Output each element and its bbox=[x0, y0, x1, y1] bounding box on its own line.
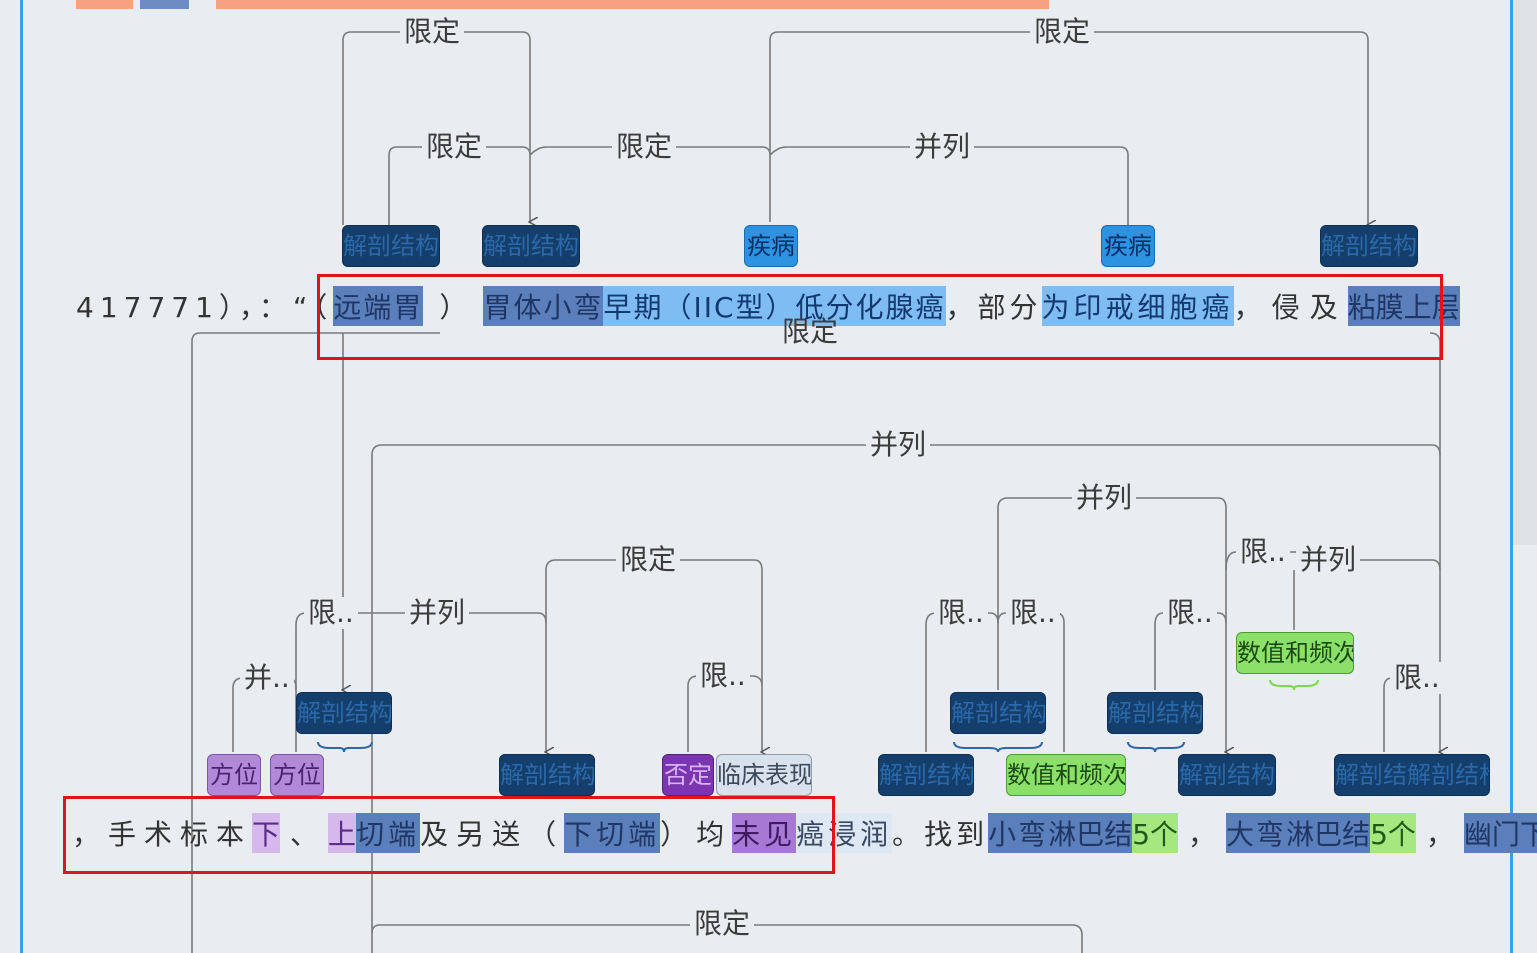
relation-label-qualify[interactable]: 限定 bbox=[1030, 16, 1095, 48]
relation-label-qualify[interactable]: 限定 bbox=[616, 544, 681, 576]
entity-tag-disease[interactable]: 疾病 bbox=[744, 225, 798, 267]
entity-span-bar[interactable] bbox=[216, 0, 1049, 9]
frame-left-border bbox=[20, 0, 23, 953]
entity-tag-anatomy[interactable]: 解剖结构 bbox=[1178, 754, 1276, 796]
entity-tag-negation[interactable]: 否定 bbox=[662, 754, 714, 796]
relation-label-qualify-short[interactable]: 限.. bbox=[1163, 597, 1217, 629]
entity-tag-anatomy-overlap[interactable]: 解剖结解剖结构 bbox=[1334, 754, 1490, 796]
sentence-row-2: ，手术标本下、上切端及另送（下切端）均未见癌浸润。找到小弯淋巴结5个，大弯淋巴结… bbox=[72, 813, 1537, 853]
plain-text[interactable]: 及另送（ bbox=[420, 818, 565, 851]
entity-tag-anatomy[interactable]: 解剖结构 bbox=[1107, 692, 1203, 734]
relation-label-qualify[interactable]: 限定 bbox=[612, 131, 677, 163]
arc-parallel bbox=[371, 444, 1441, 953]
entity-span-negation[interactable]: 未见 bbox=[732, 813, 797, 853]
entity-span-number[interactable]: 5个 bbox=[1132, 813, 1179, 853]
plain-text[interactable]: 、 bbox=[290, 818, 319, 851]
entity-span-anatomy[interactable]: 下切端 bbox=[564, 813, 661, 853]
arc-qualify bbox=[191, 332, 440, 953]
entity-span-anatomy[interactable]: 小弯 bbox=[988, 813, 1049, 853]
relation-label-parallel[interactable]: 并列 bbox=[910, 131, 975, 163]
entity-span-anatomy[interactable]: 淋巴结 bbox=[1048, 813, 1133, 853]
relation-label-qualify-short[interactable]: 限.. bbox=[696, 660, 750, 692]
entity-span-direction[interactable]: 上 bbox=[328, 813, 357, 853]
entity-span-anatomy[interactable]: 淋巴结 bbox=[1286, 813, 1371, 853]
entity-span-direction[interactable]: 下 bbox=[252, 813, 281, 853]
relation-label-qualify-short[interactable]: 限.. bbox=[1236, 536, 1290, 568]
relation-label-qualify[interactable]: 限定 bbox=[782, 315, 839, 348]
arc-qualify bbox=[1154, 612, 1227, 690]
plain-text[interactable]: ，侵及 bbox=[1233, 291, 1348, 324]
plain-text[interactable]: 417771），：“（ bbox=[76, 291, 334, 324]
plain-text[interactable]: ） bbox=[439, 291, 468, 324]
selection-highlight-box bbox=[317, 274, 1443, 360]
arc-parallel bbox=[997, 497, 1226, 752]
entity-span-anatomy[interactable]: 胃体小弯 bbox=[483, 286, 604, 326]
entity-span-anatomy[interactable]: 幽门 bbox=[1463, 813, 1520, 853]
plain-text[interactable]: ）均 bbox=[660, 818, 733, 851]
entity-span-anatomy[interactable]: 大弯 bbox=[1226, 813, 1287, 853]
arc-qualify bbox=[371, 924, 1083, 953]
selection-highlight-box bbox=[63, 796, 835, 874]
arc-qualify bbox=[342, 31, 530, 225]
relation-label-parallel-short[interactable]: 并.. bbox=[240, 662, 294, 694]
relation-label-qualify-short[interactable]: 限.. bbox=[1006, 597, 1060, 629]
entity-span-disease[interactable]: 早期（IIC型）低分化腺癌 bbox=[603, 286, 946, 326]
entity-span-bar[interactable] bbox=[76, 0, 133, 9]
plain-text[interactable]: ， bbox=[1425, 818, 1454, 851]
arc-qualify bbox=[1429, 332, 1440, 752]
entity-tag-number[interactable]: 数值和频次 bbox=[1006, 754, 1126, 796]
frame-right-border bbox=[1510, 0, 1513, 953]
arc-qualify bbox=[769, 31, 1368, 225]
arc-qualify bbox=[388, 146, 531, 225]
entity-tag-anatomy[interactable]: 解剖结构 bbox=[342, 225, 440, 267]
plain-text[interactable]: ，部分 bbox=[945, 291, 1042, 324]
entity-tag-number[interactable]: 数值和频次 bbox=[1236, 632, 1354, 674]
scrollbar-thumb[interactable] bbox=[1513, 0, 1537, 545]
entity-tag-direction[interactable]: 方位 bbox=[270, 754, 324, 796]
entity-tag-anatomy[interactable]: 解剖结构 bbox=[950, 692, 1046, 734]
relation-label-qualify[interactable]: 限定 bbox=[422, 131, 487, 163]
plain-text[interactable]: ， bbox=[1188, 818, 1217, 851]
entity-tag-anatomy[interactable]: 解剖结构 bbox=[1320, 225, 1418, 267]
relation-label-qualify-short[interactable]: 限.. bbox=[1390, 662, 1444, 694]
relation-label-qualify-short[interactable]: 限.. bbox=[304, 597, 358, 629]
relation-label-qualify-short[interactable]: 限.. bbox=[934, 597, 988, 629]
relation-label-qualify[interactable]: 限定 bbox=[400, 16, 465, 48]
relation-label-parallel[interactable]: 并列 bbox=[405, 597, 470, 629]
entity-tag-anatomy[interactable]: 解剖结构 bbox=[296, 692, 392, 734]
entity-tag-direction[interactable]: 方位 bbox=[207, 754, 261, 796]
relation-label-parallel[interactable]: 并列 bbox=[1296, 544, 1361, 576]
entity-span-anatomy[interactable]: 远端胃 bbox=[333, 286, 424, 326]
entity-tag-anatomy[interactable]: 解剖结构 bbox=[499, 754, 595, 796]
relation-label-parallel[interactable]: 并列 bbox=[866, 429, 931, 461]
entity-span-disease[interactable]: 为印戒细胞癌 bbox=[1041, 286, 1234, 326]
entity-tag-clinical[interactable]: 临床表现 bbox=[716, 754, 812, 796]
plain-text[interactable]: 。找到 bbox=[892, 818, 989, 851]
entity-span-bar[interactable] bbox=[140, 0, 189, 9]
entity-tag-anatomy[interactable]: 解剖结构 bbox=[482, 225, 580, 267]
entity-span-anatomy[interactable]: 切端 bbox=[356, 813, 421, 853]
entity-span-number[interactable]: 5个 bbox=[1370, 813, 1416, 853]
entity-tag-disease[interactable]: 疾病 bbox=[1101, 225, 1155, 267]
relation-label-parallel[interactable]: 并列 bbox=[1072, 482, 1137, 514]
entity-tag-anatomy[interactable]: 解剖结构 bbox=[878, 754, 974, 796]
entity-span-anatomy[interactable]: 下 bbox=[1519, 813, 1537, 853]
relation-label-qualify[interactable]: 限定 bbox=[690, 908, 755, 940]
arc-parallel bbox=[769, 146, 1129, 225]
plain-text[interactable]: ，手术标本 bbox=[72, 818, 253, 851]
arc-qualify bbox=[545, 559, 762, 752]
entity-span-clinical[interactable]: 癌浸润 bbox=[796, 813, 893, 853]
